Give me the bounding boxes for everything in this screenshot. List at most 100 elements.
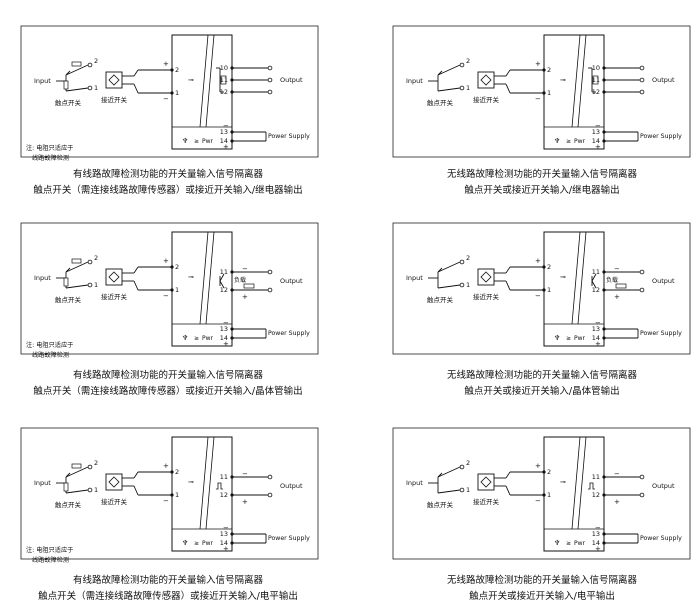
contact-terminal-number: 1: [94, 486, 98, 494]
input-wire: [133, 471, 139, 479]
input-wire: [437, 261, 461, 273]
power-minus-sign: −: [223, 319, 229, 327]
contact-terminal-ring: [87, 464, 93, 470]
input-terminal-number: 2: [547, 263, 551, 271]
output-terminal-number: 11: [592, 268, 600, 276]
relay-coil-icon: [220, 75, 227, 85]
input-wire: [437, 489, 461, 494]
contact-terminal-number: 2: [94, 459, 98, 467]
panel-frame: [392, 25, 691, 158]
signal-arrow-icon: ⊸: [188, 273, 194, 281]
ground-symbol: ♆: [554, 539, 560, 547]
output-connection-ring: [639, 492, 645, 498]
power-supply-label: Power Supply: [640, 535, 682, 542]
output-terminal-number: 12: [592, 286, 600, 294]
input-wire: [65, 489, 89, 494]
fault-detect-resistor: [63, 80, 69, 90]
input-wire: [133, 83, 139, 94]
output-terminal-number: 10: [592, 64, 600, 72]
pwr-label: Pwr: [202, 138, 214, 145]
input-minus-sign: −: [163, 95, 169, 103]
power-terminal-number: 14: [220, 539, 228, 547]
output-label: Output: [280, 482, 303, 490]
contact-terminal-ring: [459, 282, 465, 288]
input-wire: [505, 266, 511, 274]
input-terminal-number: 2: [175, 66, 179, 74]
proximity-switch-icon: [477, 71, 495, 89]
caption-line1: 有线路故障检测功能的开关量输入信号隔离器: [72, 575, 263, 586]
pwr-label: Pwr: [202, 540, 214, 547]
output-connection-ring: [639, 89, 645, 95]
signal-arrow-icon: ⊸: [188, 478, 194, 486]
isolation-barrier-line: [571, 34, 581, 128]
isolation-barrier-line: [571, 231, 581, 325]
pwr-label: Pwr: [202, 335, 214, 342]
input-wire: [505, 471, 511, 479]
input-wire: [133, 485, 139, 496]
load-label: 负载: [606, 276, 618, 284]
note-line1: 注: 电阻只适应于: [26, 341, 73, 349]
output-connection-ring: [639, 269, 645, 275]
input-plus-sign: +: [163, 60, 169, 68]
input-label: Input: [406, 77, 423, 85]
contact-terminal-number: 2: [94, 57, 98, 65]
output-terminal-number: 11: [220, 473, 228, 481]
output-plus-sign: +: [242, 498, 248, 506]
panel-caption: 有线路故障检测功能的开关量输入信号隔离器触点开关（需连接线路故障传感器）或接近开…: [8, 573, 328, 605]
proximity-switch-label: 接近开关: [473, 497, 500, 506]
power-terminal-number: 14: [592, 334, 600, 342]
proximity-switch-label: 接近开关: [101, 497, 128, 506]
contact-terminal-number: 1: [466, 486, 470, 494]
caption-line2: 触点开关（需连接线路故障传感器）或接近开关输入/电平输出: [38, 591, 298, 602]
contact-terminal-number: 2: [94, 254, 98, 262]
output-connection-ring: [639, 77, 645, 83]
input-terminal-number: 1: [175, 286, 179, 294]
output-terminal-number: 11: [220, 76, 228, 84]
input-plus-sign: +: [535, 462, 541, 470]
isolation-barrier-line: [571, 436, 581, 530]
power-plus-sign: +: [595, 545, 601, 553]
input-wire: [65, 64, 89, 76]
isolation-barrier-line: [205, 34, 215, 128]
caption-line1: 有线路故障检测功能的开关量输入信号隔离器: [72, 169, 263, 180]
proximity-switch-icon: [477, 268, 495, 286]
output-label: Output: [652, 277, 675, 285]
load-resistor: [243, 283, 255, 289]
contact-terminal-ring: [459, 487, 465, 493]
contact-terminal-ring: [87, 259, 93, 265]
note-line1: 注: 电阻只适应于: [26, 144, 73, 152]
output-connection-ring: [267, 474, 273, 480]
contact-terminal-number: 2: [466, 57, 470, 65]
input-plus-sign: +: [535, 257, 541, 265]
power-symbol: ≥: [194, 138, 199, 145]
power-terminal-number: 13: [592, 128, 600, 136]
input-wire: [505, 69, 511, 77]
input-label: Input: [406, 479, 423, 487]
power-plus-sign: +: [595, 340, 601, 348]
isolation-barrier-line: [577, 34, 587, 128]
input-terminal-number: 1: [175, 89, 179, 97]
signal-arrow-icon: ⊸: [188, 76, 194, 84]
proximity-switch-icon: [108, 74, 120, 86]
power-plus-sign: +: [595, 143, 601, 151]
panel-frame: [20, 222, 319, 355]
proximity-switch-icon: [105, 473, 123, 491]
caption-line2: 触点开关或接近开关输入/电平输出: [469, 591, 615, 602]
input-label: Input: [34, 77, 51, 85]
input-plus-sign: +: [163, 462, 169, 470]
proximity-switch-icon: [108, 271, 120, 283]
contact-terminal-number: 1: [94, 84, 98, 92]
output-label: Output: [280, 76, 303, 84]
isolation-barrier-line: [577, 231, 587, 325]
input-terminal-number: 1: [175, 491, 179, 499]
contact-terminal-ring: [87, 487, 93, 493]
input-wire: [437, 284, 461, 289]
